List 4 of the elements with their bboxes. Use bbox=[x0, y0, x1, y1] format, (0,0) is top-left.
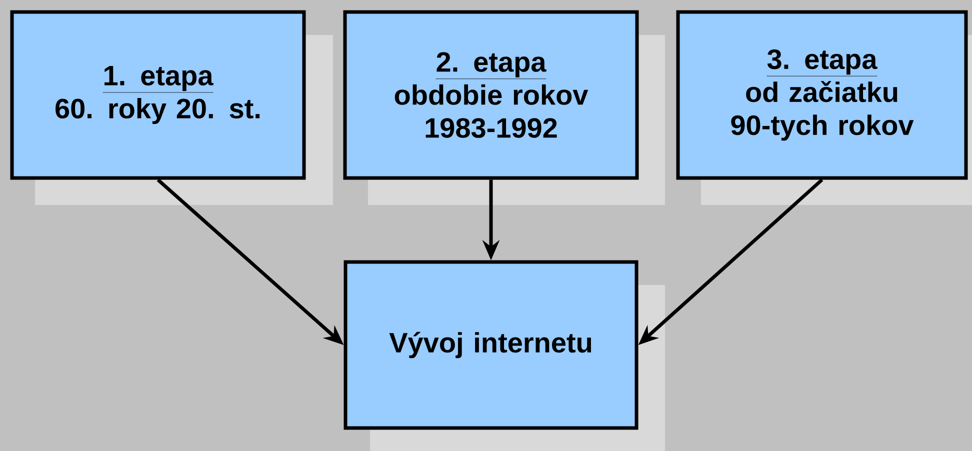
stage-box: 3. etapa od začiatku 90-tych rokov bbox=[676, 10, 968, 180]
topic-box: Vývoj internetu bbox=[344, 260, 638, 430]
stage-box: 2. etapa obdobie rokov 1983-1992 bbox=[343, 10, 639, 180]
stage-box: 1. etapa 60. roky 20. st. bbox=[10, 10, 306, 180]
